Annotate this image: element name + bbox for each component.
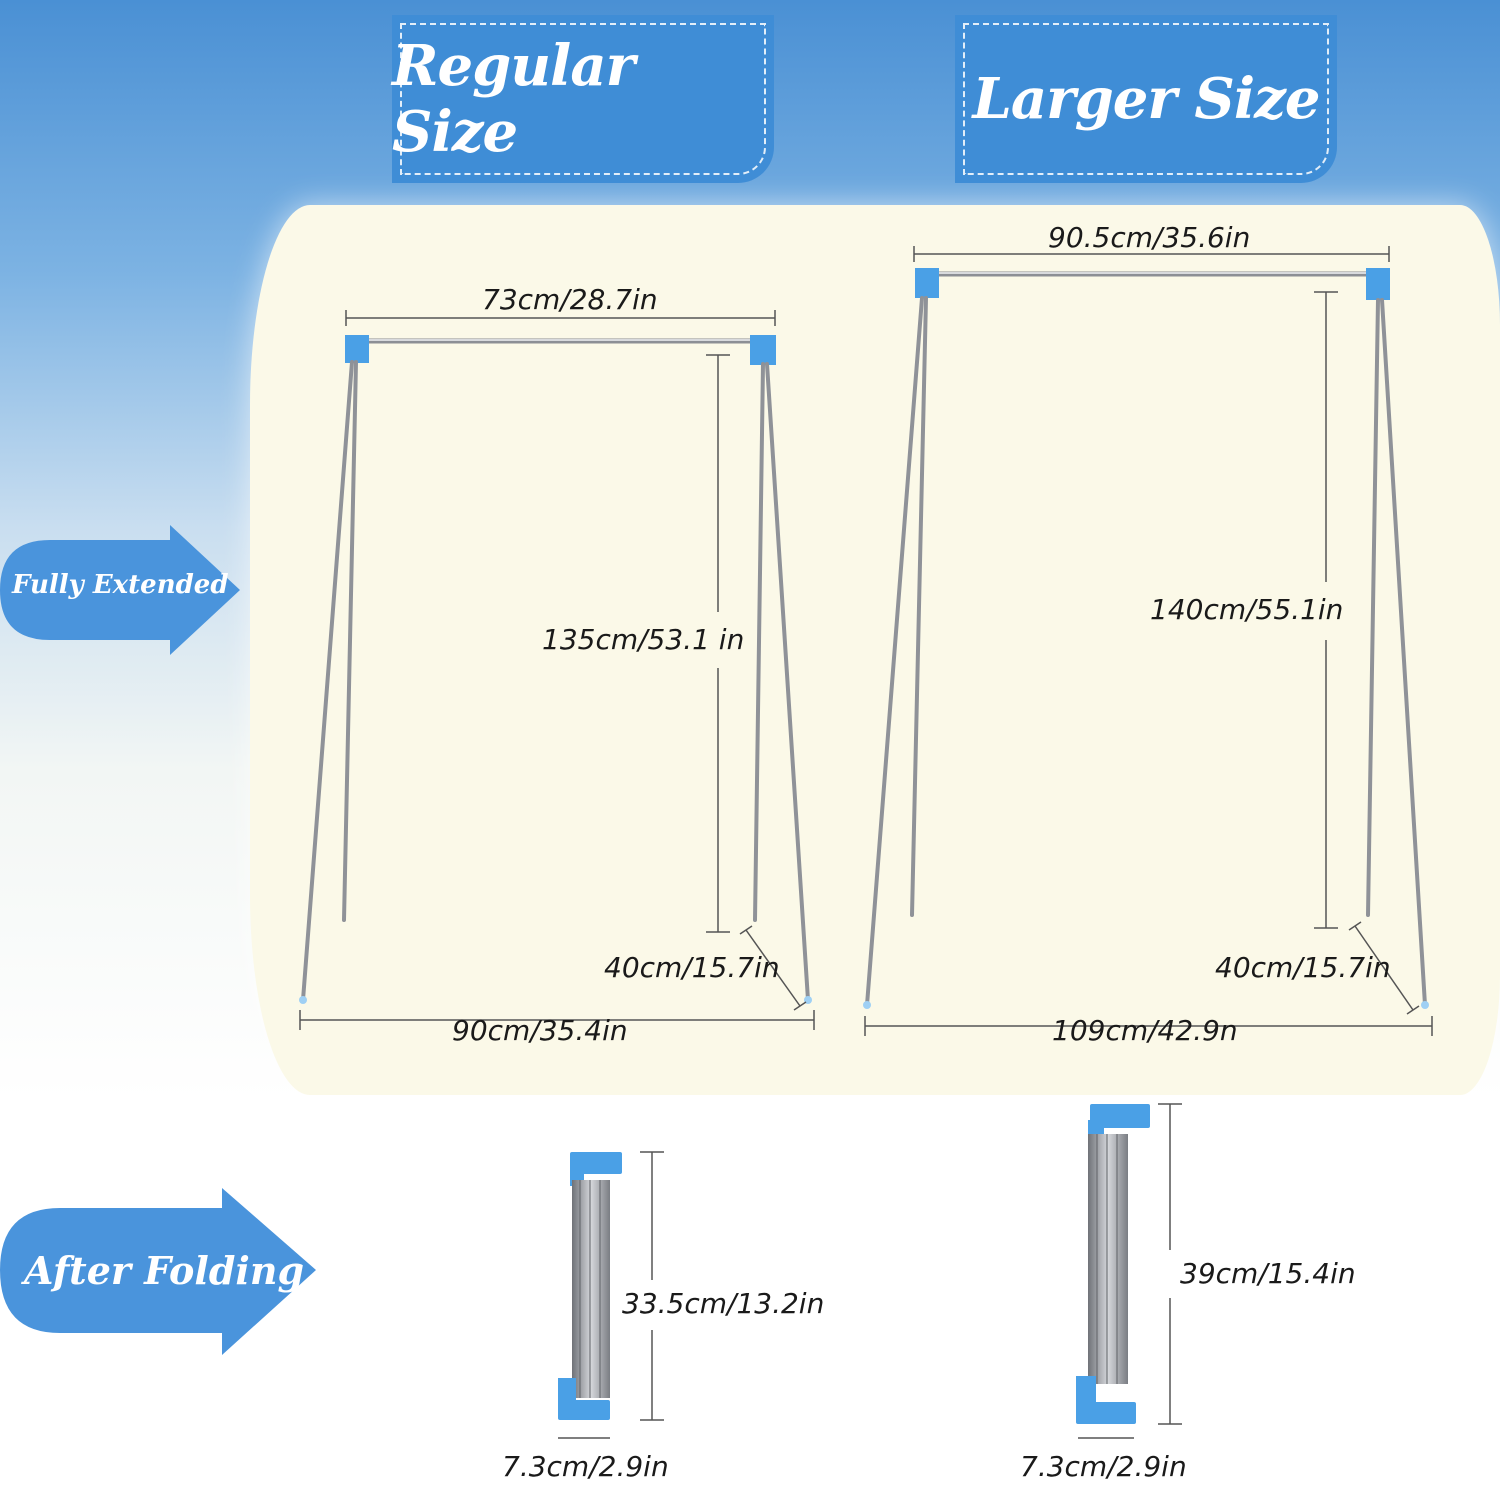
regular-base-width-label: 90cm/35.4in: [452, 1014, 628, 1047]
regular-folded-dimension-lines: [558, 1151, 664, 1439]
regular-folded-width-label: 7.3cm/2.9in: [502, 1450, 669, 1483]
regular-top-width-label: 73cm/28.7in: [482, 283, 658, 316]
larger-folded-width-label: 7.3cm/2.9in: [1020, 1450, 1187, 1483]
larger-folded-height-label: 39cm/15.4in: [1180, 1257, 1356, 1290]
larger-leg-label: 40cm/15.7in: [1215, 951, 1391, 984]
larger-folded-dimension-lines: [1078, 1103, 1182, 1439]
larger-base-width-label: 109cm/42.9n: [1052, 1014, 1238, 1047]
regular-leg-label: 40cm/15.7in: [604, 951, 780, 984]
product-panel: [250, 205, 1500, 1095]
regular-dimension-lines: [299, 310, 815, 1030]
larger-height-label: 140cm/55.1in: [1150, 593, 1344, 626]
regular-size-title: Regular Size: [392, 33, 635, 165]
after-folding-arrow-icon: [0, 1188, 316, 1355]
larger-size-header: Larger Size: [955, 15, 1337, 183]
larger-folded-rack: [1076, 1104, 1150, 1424]
regular-height-label: 135cm/53.1 in: [542, 623, 745, 656]
larger-size-title: Larger Size: [972, 66, 1320, 132]
fully-extended-label: Fully Extended: [12, 570, 229, 600]
regular-rack: [299, 335, 812, 1004]
regular-folded-rack: [558, 1152, 622, 1420]
larger-rack: [863, 268, 1429, 1009]
regular-folded-height-label: 33.5cm/13.2in: [622, 1287, 825, 1320]
after-folding-label: After Folding: [24, 1248, 305, 1293]
larger-top-width-label: 90.5cm/35.6in: [1048, 221, 1251, 254]
fully-extended-arrow-icon: [0, 525, 240, 655]
regular-size-header: Regular Size: [392, 15, 774, 183]
larger-dimension-lines: [864, 246, 1433, 1036]
